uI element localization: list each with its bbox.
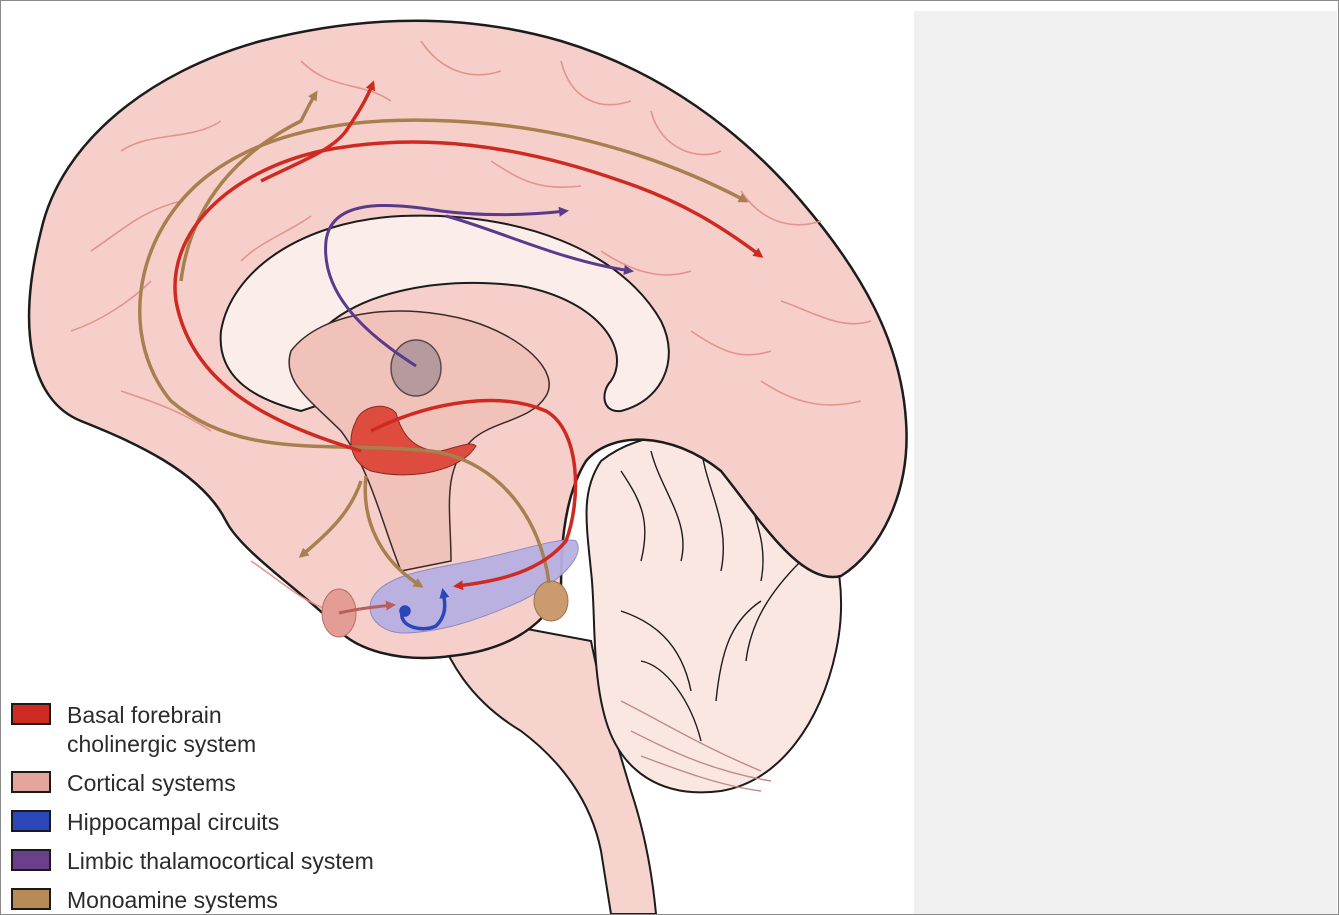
legend-label-hippocampal: Hippocampal circuits xyxy=(67,808,279,837)
legend-swatch-cortical xyxy=(11,771,51,793)
legend-swatch-monoamine xyxy=(11,888,51,910)
thalamic-nucleus xyxy=(391,340,441,396)
blank-side-panel xyxy=(914,11,1337,914)
legend: Basal forebrain cholinergic system Corti… xyxy=(11,701,461,915)
legend-item-hippocampal: Hippocampal circuits xyxy=(11,808,461,847)
legend-item-basal-forebrain: Basal forebrain cholinergic system xyxy=(11,701,461,769)
monoamine-nucleus xyxy=(534,581,568,621)
legend-swatch-hippocampal xyxy=(11,810,51,832)
legend-item-limbic: Limbic thalamocortical system xyxy=(11,847,461,886)
legend-label-basal-forebrain: Basal forebrain cholinergic system xyxy=(67,701,256,759)
legend-item-cortical: Cortical systems xyxy=(11,769,461,808)
legend-label-monoamine: Monoamine systems xyxy=(67,886,278,915)
legend-label-limbic: Limbic thalamocortical system xyxy=(67,847,374,876)
legend-swatch-basal-forebrain xyxy=(11,703,51,725)
legend-label-cortical: Cortical systems xyxy=(67,769,236,798)
legend-swatch-limbic xyxy=(11,849,51,871)
legend-item-monoamine: Monoamine systems xyxy=(11,886,461,915)
